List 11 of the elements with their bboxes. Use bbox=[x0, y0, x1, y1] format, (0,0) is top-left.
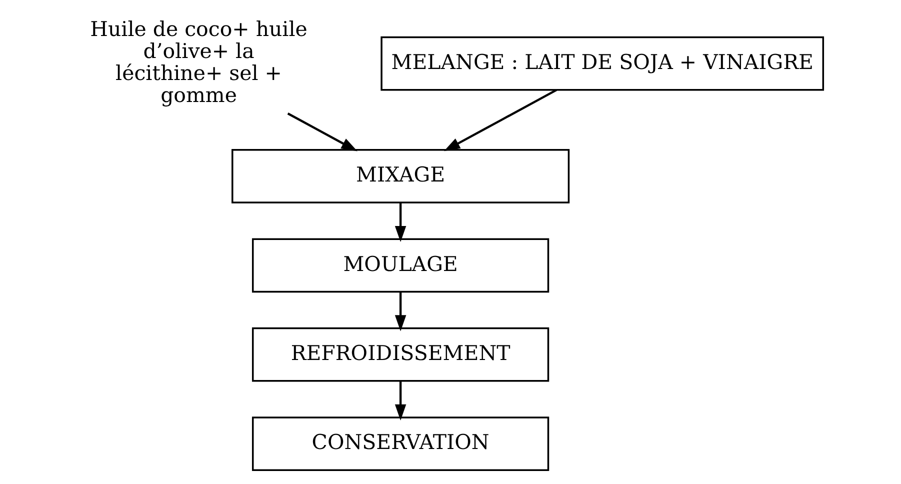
node-box: CONSERVATION bbox=[251, 416, 549, 471]
arrow bbox=[394, 381, 406, 420]
node-text: Huile de coco+ huile d’olive+ la lécithine+ sel + gomme bbox=[90, 17, 307, 107]
node-box: MELANGE : LAIT DE SOJA + VINAIGRE bbox=[380, 36, 824, 91]
arrow bbox=[394, 202, 406, 242]
arrow bbox=[286, 112, 357, 152]
node-box: MIXAGE bbox=[231, 149, 570, 204]
node-box: MOULAGE bbox=[251, 238, 549, 293]
arrow bbox=[394, 292, 406, 332]
node-box: REFROIDISSEMENT bbox=[251, 327, 549, 382]
arrow bbox=[443, 88, 557, 152]
